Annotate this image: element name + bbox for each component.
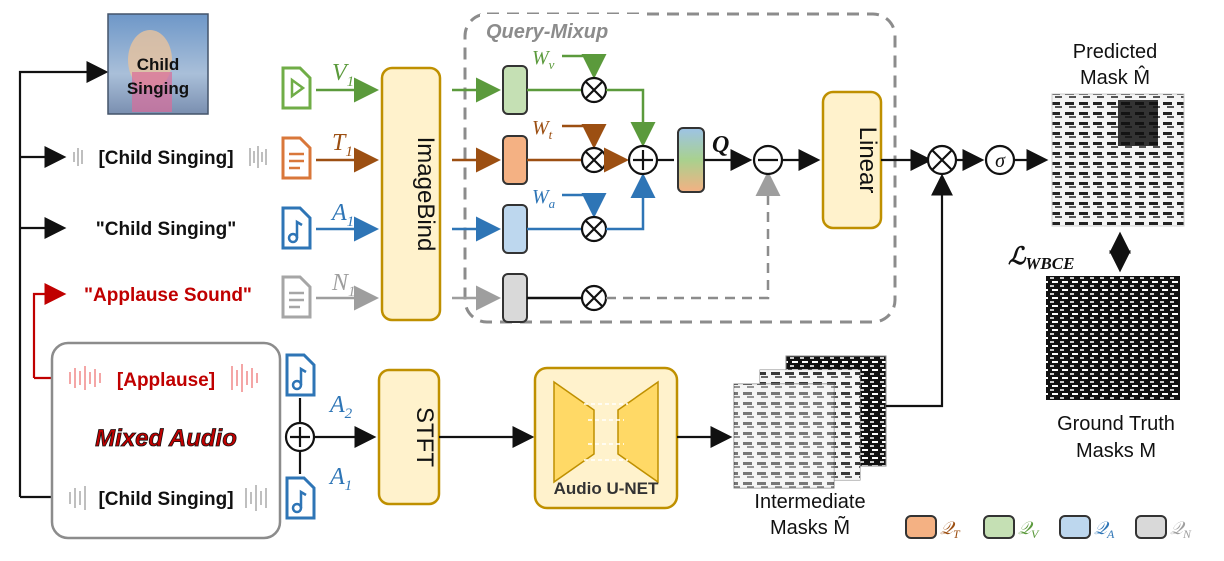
audio-file-icon-a1-bottom (285, 476, 316, 520)
trunk-to-image (18, 61, 109, 497)
sigma-label: σ (995, 150, 1006, 172)
audio-child-label: [Child Singing] (98, 148, 233, 169)
v1-label: V1 (332, 60, 354, 90)
subtract-op (752, 144, 784, 176)
qa-embedding (502, 204, 528, 254)
audio-applause-label: [Applause] (117, 370, 215, 391)
legend-swatch-qt (905, 515, 937, 539)
legend: 𝒬T 𝒬V 𝒬A 𝒬N (905, 515, 1192, 541)
audio-child-bottom-label: [Child Singing] (98, 489, 233, 510)
legend-swatch-qa (1059, 515, 1091, 539)
audio-file-icon-a2 (285, 353, 316, 397)
qt-embedding (502, 135, 528, 185)
qn-embedding (502, 273, 528, 323)
waveform-top (73, 146, 267, 168)
multiply-ops (580, 76, 608, 312)
linear-label: Linear (854, 127, 881, 194)
ground-truth-mask-image (1046, 276, 1180, 400)
intermediate-line1: Intermediate (754, 491, 865, 513)
negative-path (32, 283, 67, 378)
stft-label: STFT (411, 407, 438, 467)
n1-label: N1 (331, 270, 356, 300)
text-child-label: "Child Singing" (96, 219, 236, 240)
noise-file-icon (281, 275, 312, 319)
final-multiply-op (926, 144, 958, 176)
imagebind-label: ImageBind (412, 137, 439, 252)
legend-swatch-qn (1135, 515, 1167, 539)
unet-block (533, 366, 679, 510)
a1-bottom-label: A1 (328, 464, 352, 494)
intermediate-mask-1 (734, 384, 834, 488)
n-to-subtract (606, 171, 781, 300)
image-caption-line2: Singing (127, 79, 189, 98)
predicted-mask-blob (1118, 100, 1158, 146)
wv-arrow (562, 54, 607, 79)
query-mixup-title: Query-Mixup (486, 21, 608, 43)
query-label: Q (712, 132, 729, 158)
legend-label-qn: 𝒬N (1170, 518, 1192, 541)
wa-arrow (562, 193, 607, 218)
wt-label: Wt (532, 117, 553, 142)
t1-label: T1 (332, 130, 353, 160)
qv-embedding (502, 65, 528, 115)
wv-label: Wv (532, 47, 555, 72)
imagebind-block (380, 66, 442, 322)
intermediate-line2: Masks M̃ (770, 516, 850, 539)
text-file-icon (281, 136, 312, 180)
mixed-audio-label: Mixed Audio (95, 425, 237, 452)
query-mixup-box (463, 12, 897, 324)
v-to-sum (606, 88, 656, 147)
a-to-sum (606, 173, 656, 231)
waveform-applause (69, 364, 258, 392)
predicted-mask-line2: Mask M̂ (1080, 66, 1150, 89)
wa-label: Wa (532, 186, 556, 211)
legend-swatch-qv (983, 515, 1015, 539)
sum-op (627, 144, 659, 176)
legend-label-qv: 𝒬V (1018, 518, 1040, 541)
legend-label-qt: 𝒬T (940, 518, 961, 541)
predicted-mask-line1: Predicted (1073, 41, 1158, 63)
ground-truth-line2: Masks M (1076, 440, 1156, 462)
unet-label: Audio U-NET (554, 479, 659, 498)
waveform-child-bottom (69, 485, 267, 511)
video-file-icon (281, 66, 312, 110)
image-caption-line1: Child (137, 55, 180, 74)
audio-sum-op (284, 421, 316, 453)
legend-label-qa: 𝒬A (1094, 518, 1115, 541)
a2-label: A2 (328, 392, 353, 422)
loss-label: ℒWBCE (1008, 244, 1074, 273)
a1-label: A1 (330, 200, 354, 230)
audio-file-icon (281, 206, 312, 250)
mixed-audio-box (50, 341, 282, 540)
query-embedding (677, 127, 705, 193)
child-singing-image: Child Singing (107, 13, 209, 115)
wt-arrow (562, 124, 607, 149)
text-applause-label: "Applause Sound" (84, 285, 252, 306)
masks-to-final-mult (886, 173, 953, 408)
ground-truth-line1: Ground Truth (1057, 413, 1175, 435)
query-mixup-title-bg (480, 14, 640, 40)
